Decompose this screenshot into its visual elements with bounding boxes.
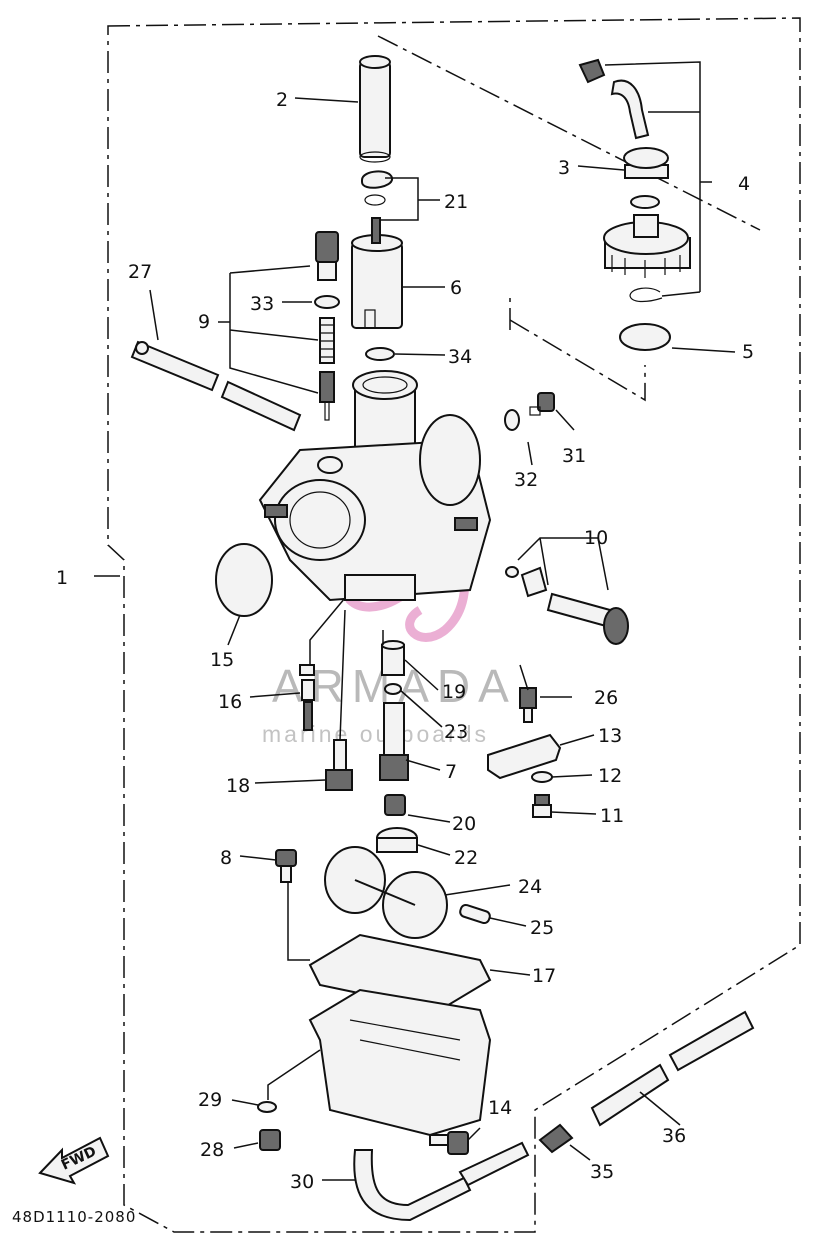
callout-28: 28 — [200, 1139, 224, 1161]
part-1-carburetor-body — [258, 370, 492, 602]
part-31-screw — [529, 392, 555, 416]
assembly-boundary — [107, 17, 801, 1233]
part-15-o-ring — [215, 543, 273, 617]
part-9-pilot-screw-set — [314, 231, 340, 421]
part-34-washer — [365, 347, 395, 361]
callout-23: 23 — [444, 721, 468, 743]
callout-17: 17 — [532, 965, 556, 987]
part-18-starter-jet — [325, 739, 353, 791]
callout-9: 9 — [198, 311, 210, 333]
callout-26: 26 — [594, 687, 618, 709]
callout-11: 11 — [600, 805, 624, 827]
callout-6: 6 — [450, 277, 462, 299]
callout-18: 18 — [226, 775, 250, 797]
callout-10: 10 — [584, 527, 608, 549]
part-19-needle-jet — [381, 640, 405, 676]
callout-29: 29 — [198, 1089, 222, 1111]
callout-5: 5 — [742, 341, 754, 363]
part-29-washer — [257, 1101, 277, 1113]
callout-15: 15 — [210, 649, 234, 671]
callout-27: 27 — [128, 261, 152, 283]
part-30-overflow-hose — [353, 1141, 530, 1222]
callout-33: 33 — [250, 293, 274, 315]
part-4-cable-adjuster — [578, 58, 650, 140]
callout-4: 4 — [738, 173, 750, 195]
part-21-clip — [361, 170, 393, 206]
callout-24: 24 — [518, 876, 542, 898]
part-5-gasket — [619, 323, 671, 351]
part-10-throttle-stop-screw — [505, 566, 629, 645]
callout-31: 31 — [562, 445, 586, 467]
part-35-hose-fitting — [538, 1123, 574, 1154]
callout-16: 16 — [218, 691, 242, 713]
part-11-screw — [532, 794, 552, 818]
callout-25: 25 — [530, 917, 554, 939]
callout-20: 20 — [452, 813, 476, 835]
callout-22: 22 — [454, 847, 478, 869]
callout-3: 3 — [558, 157, 570, 179]
watermark-tagline: marine outboards — [262, 721, 489, 747]
callout-1: 1 — [56, 567, 68, 589]
callout-7: 7 — [445, 761, 457, 783]
part-14-drain-screw — [429, 1131, 469, 1155]
callout-numbers: 1 2 3 4 5 6 7 8 9 10 11 12 13 14 15 16 1… — [56, 89, 754, 1193]
callout-14: 14 — [488, 1097, 512, 1119]
part-6-throttle-valve — [351, 217, 403, 329]
part-7-main-jet-emulsion — [379, 702, 409, 781]
float-bowl — [308, 988, 492, 1137]
part-25-float-pin — [459, 903, 491, 925]
drawing-code: 48D1110-2080 — [12, 1208, 136, 1226]
part-27-vent-tube — [130, 340, 302, 432]
part-20-plug — [384, 794, 406, 816]
part-8-screw — [275, 849, 297, 883]
part-36-drain-hose — [590, 1010, 755, 1127]
part-23-o-ring — [384, 683, 402, 695]
callout-21: 21 — [444, 191, 468, 213]
leader-lines — [94, 61, 736, 1181]
part-24-float — [324, 846, 448, 939]
part-32-washer — [504, 409, 520, 431]
callout-35: 35 — [590, 1161, 614, 1183]
callout-8: 8 — [220, 847, 232, 869]
part-16-needle-valve — [299, 664, 315, 731]
callout-12: 12 — [598, 765, 622, 787]
part-2-cap-tube — [359, 55, 391, 163]
part-4-e-clip — [629, 287, 663, 303]
callout-30: 30 — [290, 1171, 314, 1193]
part-4-washer — [630, 195, 660, 209]
callout-32: 32 — [514, 469, 538, 491]
part-13-gasket — [487, 733, 562, 780]
part-22-seat — [376, 827, 418, 853]
assembly-guide-top — [377, 35, 761, 402]
fwd-arrow-icon: FWD — [38, 1136, 110, 1185]
callout-2: 2 — [276, 89, 288, 111]
part-4-mixing-chamber-top — [603, 214, 691, 278]
callout-36: 36 — [662, 1125, 686, 1147]
part-12-washer — [531, 771, 553, 783]
part-28-drain-plug — [259, 1129, 281, 1151]
part-26-pilot-jet — [519, 687, 537, 723]
callout-13: 13 — [598, 725, 622, 747]
callout-34: 34 — [448, 346, 472, 368]
part-17-float-bowl-gasket — [308, 933, 492, 1012]
callout-19: 19 — [442, 681, 466, 703]
part-3-cap-nut — [623, 147, 669, 179]
